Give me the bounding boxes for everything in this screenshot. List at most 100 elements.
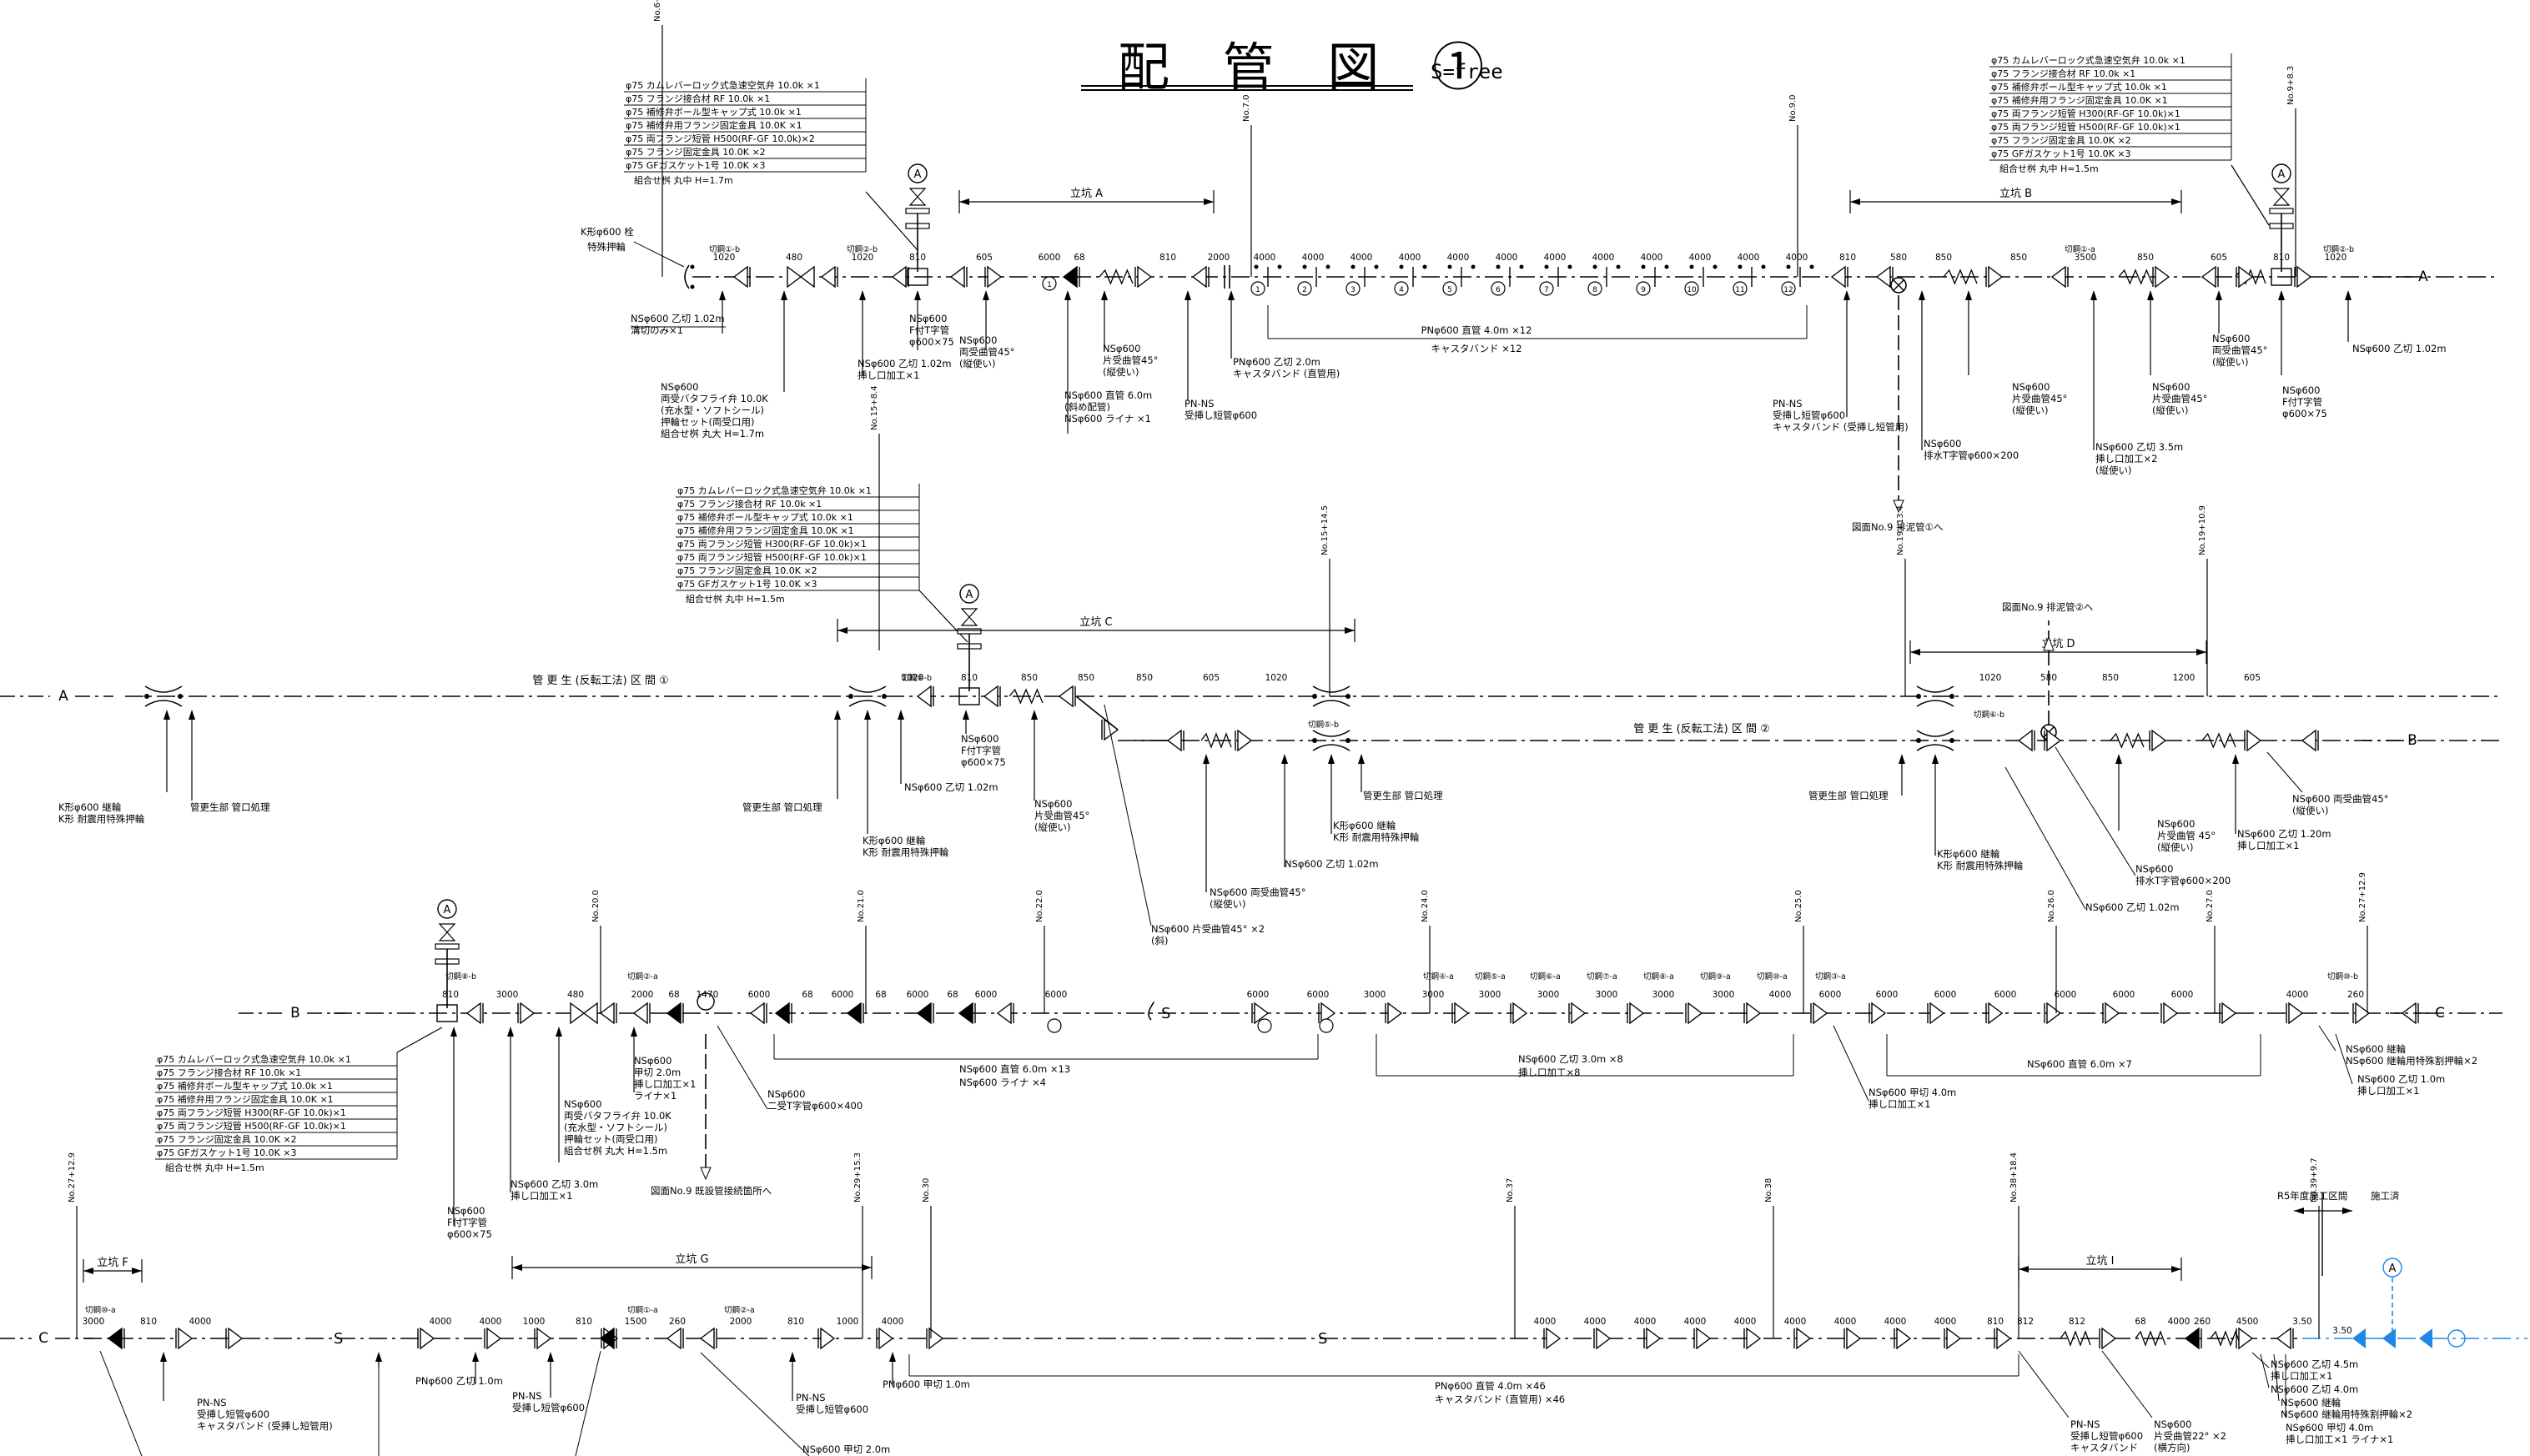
cut-label: 切鋼⑧-a	[1643, 972, 1674, 982]
spec-line: φ75 GFガスケット1号 10.0K ×3	[1991, 148, 2131, 159]
dimension-value: 3000	[496, 990, 519, 1000]
arrow-head	[1965, 290, 1972, 300]
socket-joint-icon	[666, 1327, 682, 1350]
socket-joint-icon	[536, 1327, 552, 1350]
dim-arrow	[2196, 649, 2206, 655]
note-pipe-treatment-4: 管更生部 管口処理	[1808, 790, 1889, 801]
cut-label: 切鋼③-a	[1815, 972, 1846, 982]
station-label: No.29+15.3	[853, 1152, 863, 1202]
leader-line	[633, 241, 685, 268]
dimension-value: 6000	[1934, 990, 1957, 1000]
cut-label: 切鋼⑤-b	[1308, 720, 1339, 730]
note-bend-2: NSφ600	[1103, 343, 1140, 354]
title-underline-1	[1081, 85, 1413, 87]
note-bend-r2: (縦使い)	[1034, 821, 1070, 833]
air-valve-icon	[959, 584, 979, 604]
socket-joint-icon	[1571, 1002, 1587, 1025]
dimension-value: 68	[947, 990, 958, 1000]
note-pnns: 受挿し短管φ600	[1185, 409, 1257, 421]
socket-joint-icon	[1387, 1002, 1403, 1025]
dimension-value: 6000	[1247, 990, 1270, 1000]
socket-joint-icon	[1996, 1327, 2012, 1350]
k-coupling-icon	[1312, 730, 1351, 751]
flex-joint-icon	[1008, 688, 1044, 705]
end-cap-icon	[684, 264, 690, 289]
note-cut-r3: NSφ600 乙切 3.0m	[511, 1178, 598, 1190]
note-pn-cut: PNφ600 乙切 2.0m	[1233, 356, 1320, 368]
socket-joint-icon	[1320, 1002, 1336, 1025]
spec-footer: 組合せ桝 丸中 H=1.5m	[686, 593, 785, 605]
station-label: No.21.0	[857, 890, 866, 922]
break-mark-icon	[1148, 1002, 1154, 1021]
note-bend-r2: NSφ600	[1034, 798, 1072, 810]
pipe-number-icon	[1042, 276, 1057, 291]
socket-joint-icon	[1454, 1002, 1470, 1025]
dimension-value: 480	[567, 990, 584, 1000]
note-straight: NSφ600 ライナ ×1	[1064, 413, 1151, 424]
air-valve-icon	[908, 163, 928, 183]
note-cut-4: NSφ600 乙切 1.02m	[2352, 343, 2447, 354]
socket-joint-icon	[632, 1002, 648, 1025]
spec-line: φ75 カムレバーロック式急速空気弁 10.0k ×1	[677, 484, 872, 496]
bolt-dot	[1761, 264, 1766, 269]
socket-joint-icon	[983, 685, 998, 708]
note-tee-r3: φ600×75	[447, 1228, 492, 1240]
dim-arrow	[862, 1264, 872, 1271]
spec-line: φ75 カムレバーロック式急速空気弁 10.0k ×1	[1991, 54, 2185, 66]
leader-line	[99, 1350, 143, 1456]
dimension-value: 4000	[1544, 253, 1567, 263]
arrow-head	[983, 290, 989, 300]
note-cut-r2d: 挿し口加工×1	[2237, 840, 2299, 851]
bolt-dot	[144, 694, 149, 699]
station-label: No.7.0	[1242, 94, 1251, 122]
note-cut: 溝切のみ×1	[631, 324, 683, 336]
note-cut-r2b: NSφ600 乙切 1.02m	[1285, 858, 1379, 870]
spec-line: φ75 両フランジ短管 H300(RF-GF 10.0k)×1	[677, 538, 867, 550]
dimension-value: 3000	[1422, 990, 1445, 1000]
bolt-dot	[1809, 264, 1814, 269]
station-label: No.15+14.5	[1320, 505, 1330, 555]
arrow-head	[963, 710, 969, 720]
station-label: No.9.0	[1788, 94, 1798, 122]
bolt-dot	[1496, 264, 1501, 269]
note-cut-r4d: NSφ600 乙切 4.5m	[2271, 1358, 2358, 1370]
arrow-head	[789, 1352, 796, 1362]
connector-A-left: A	[58, 688, 68, 705]
note-bend-r2e: (縦使い)	[2292, 805, 2328, 816]
station-label: No.19+10.9	[2198, 505, 2207, 555]
note-pnns-r4c: 受挿し短管φ600	[796, 1403, 868, 1415]
leader-line	[2251, 1352, 2270, 1368]
note-bend-5: NSφ600	[2212, 333, 2250, 344]
bolt-dot	[1345, 738, 1351, 743]
note-drain-tee-r2: 排水T字管φ600×200	[2135, 875, 2231, 886]
note-pnns-r4: キャスタバンド (受挿し短管用)	[197, 1420, 333, 1432]
dimension-value: 4000	[1934, 1317, 1957, 1327]
arrow-head	[1064, 290, 1071, 300]
arrow-head	[781, 290, 787, 300]
dimension-value: 3500	[2075, 253, 2097, 263]
dimension-value: 605	[1203, 673, 1220, 683]
cut-label: 切鋼②-b	[2323, 244, 2354, 254]
dimension-value: 4000	[1534, 1317, 1557, 1327]
break-s: S	[334, 1330, 343, 1348]
note-pnns-r4d: 受挿し短管φ600	[2070, 1430, 2143, 1442]
note-cut-3: 挿し口加工×2	[2095, 453, 2157, 464]
dimension-value: 850	[1021, 673, 1038, 683]
socket-joint-icon	[2046, 1002, 2062, 1025]
drawing-title: 配 管 図 ①	[1118, 37, 1503, 98]
tee-icon	[2271, 268, 2292, 286]
socket-joint-icon	[420, 1327, 435, 1350]
note-pnns-r4: 受挿し短管φ600	[197, 1408, 269, 1420]
note-butterfly-r3: 両受バタフライ弁 10.0K	[564, 1110, 671, 1122]
pipe-number-icon	[1297, 281, 1312, 296]
pipe-number: 3	[1351, 286, 1356, 294]
bolt-dot	[1471, 264, 1476, 269]
note-plug-sub: 特殊押輪	[587, 241, 626, 253]
pipe-number: 4	[1399, 286, 1404, 294]
cut-label: 切鋼⑩-b	[2327, 972, 2358, 982]
note-cut-r4: PNφ600 乙切 1.0m	[415, 1375, 503, 1387]
socket-joint-icon	[987, 265, 1003, 289]
dimension-value: 1020	[1979, 673, 2002, 683]
pipe-number-icon	[1047, 1018, 1062, 1033]
socket-joint-icon	[2288, 1002, 2304, 1025]
